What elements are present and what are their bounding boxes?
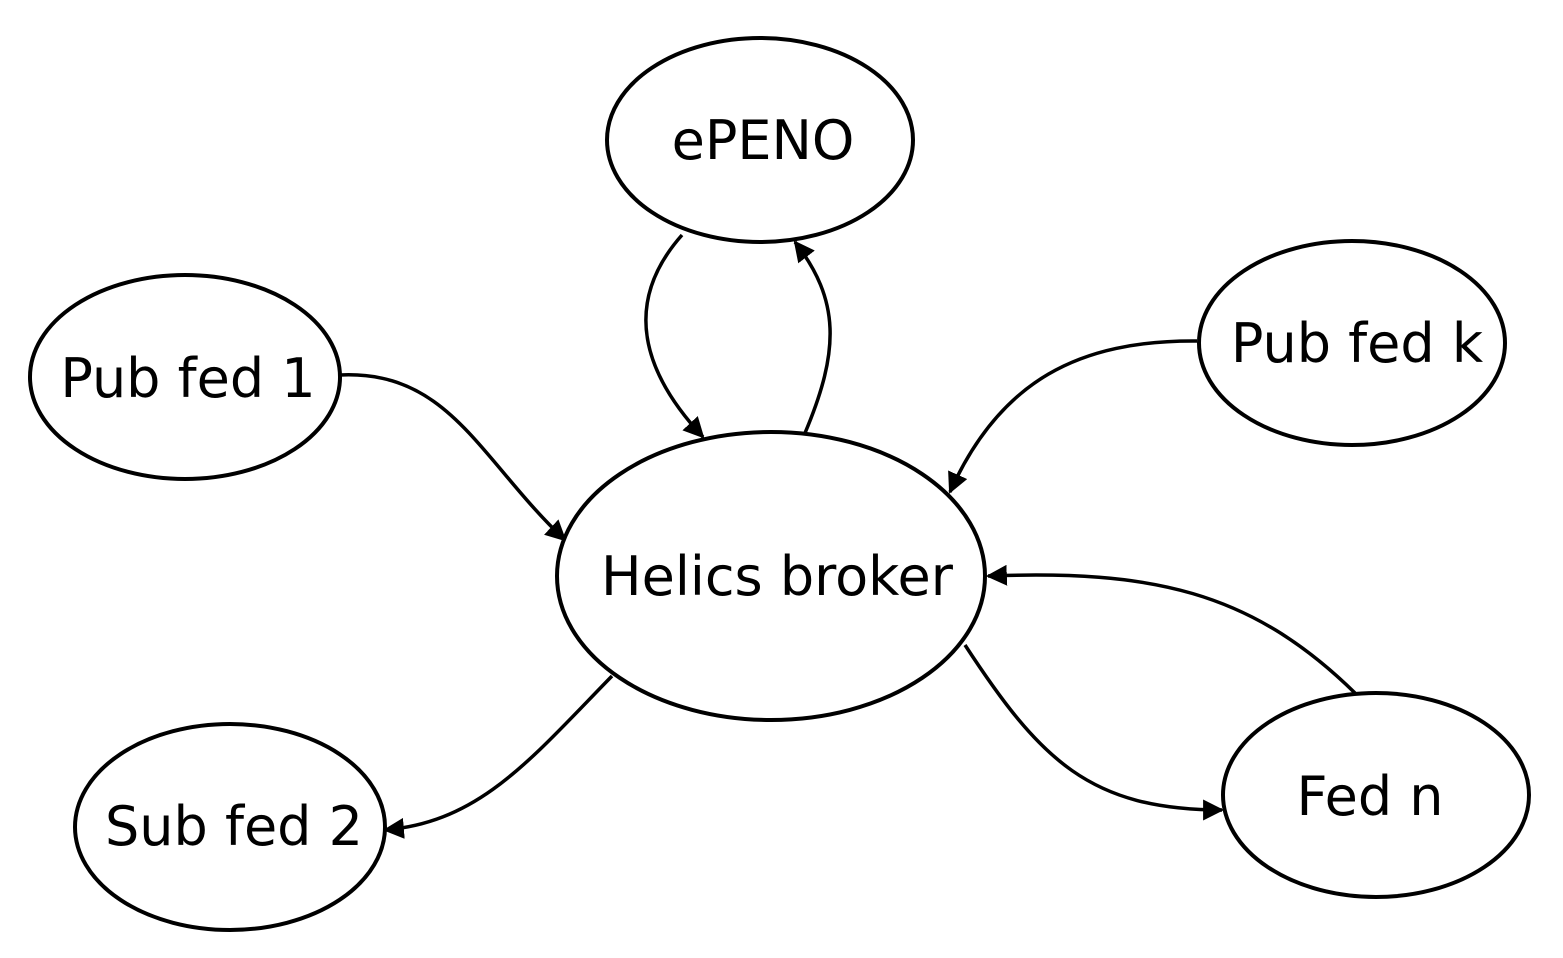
edge-helics-broker-to-sub-fed-2 [382,674,614,839]
edge-helics-broker-to-fed-n [963,644,1225,821]
node-epeno-label: ePENO [672,109,855,172]
node-fed-n: Fed n [1221,691,1531,899]
edge-fed-n-to-helics-broker [985,564,1357,695]
node-fed-n-label: Fed n [1297,765,1444,828]
node-sub-fed-2: Sub fed 2 [73,722,387,932]
node-pub-fed-1: Pub fed 1 [28,273,342,481]
node-pub-fed-1-label: Pub fed 1 [60,347,315,410]
node-epeno: ePENO [605,36,915,244]
edge-pub-fed-1-to-helics-broker [339,373,567,542]
node-pub-fed-k: Pub fed k [1197,239,1507,447]
node-pub-fed-k-label: Pub fed k [1231,312,1484,375]
edge-pub-fed-k-to-helics-broker [948,339,1198,494]
node-sub-fed-2-label: Sub fed 2 [105,795,363,858]
node-helics-broker-label: Helics broker [601,545,954,608]
node-helics-broker: Helics broker [555,430,987,722]
edge-helics-broker-to-epeno [793,240,832,434]
edge-epeno-to-helics-broker [644,233,705,439]
